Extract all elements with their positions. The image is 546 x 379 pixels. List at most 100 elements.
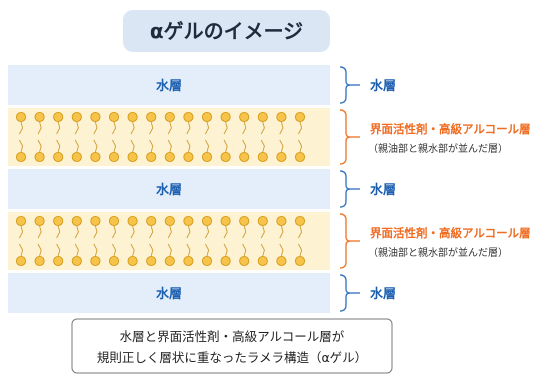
surfactant-molecule	[220, 215, 231, 267]
hydrophobic-tail	[74, 139, 79, 153]
hydrophobic-tail	[74, 225, 79, 239]
surfactant-molecule	[220, 111, 231, 163]
hydrophilic-head	[164, 215, 175, 227]
layer-brace	[339, 170, 351, 208]
hydrophobic-tail	[298, 121, 303, 135]
hydrophilic-head	[276, 215, 287, 227]
hydrophobic-tail	[167, 243, 172, 257]
hydrophobic-tail	[167, 225, 172, 239]
hydrophilic-head	[239, 111, 250, 123]
hydrophilic-head	[239, 255, 250, 267]
layer-brace	[339, 274, 351, 312]
hydrophilic-head	[220, 255, 231, 267]
hydrophobic-tail	[130, 243, 135, 257]
hydrophilic-head	[90, 255, 101, 267]
lipid-side-subtext: （親油部と親水部が並んだ層）	[368, 142, 508, 155]
surfactant-molecule	[34, 111, 45, 163]
hydrophilic-head	[146, 151, 157, 163]
hydrophilic-head	[257, 255, 268, 267]
hydrophilic-head	[108, 151, 120, 163]
hydrophobic-tail	[37, 121, 42, 135]
caption-line-2: 規則正しく層状に重なったラメラ構造（αゲル）	[97, 350, 367, 365]
surfactant-molecule	[90, 111, 101, 163]
hydrophilic-head	[90, 215, 101, 227]
hydrophobic-tail	[279, 139, 284, 153]
diagram-title: αゲルのイメージ	[150, 19, 303, 43]
surfactant-molecule	[276, 215, 287, 267]
water-side-label: 水層	[339, 66, 396, 104]
hydrophilic-head	[146, 111, 157, 123]
hydrophobic-tail	[130, 121, 135, 135]
lipid-side-text: 界面活性剤・高級アルコール層	[370, 226, 531, 240]
hydrophilic-head	[257, 215, 268, 227]
water-layer: 水層	[8, 169, 330, 209]
hydrophilic-head	[201, 111, 213, 123]
hydrophobic-tail	[205, 121, 210, 135]
water-layer-band	[8, 65, 330, 105]
surfactant-molecule	[71, 111, 82, 163]
hydrophobic-tail	[130, 225, 135, 239]
hydrophilic-head	[108, 215, 120, 227]
hydrophilic-head	[276, 255, 287, 267]
lipid-layer	[8, 108, 330, 166]
hydrophilic-head	[164, 255, 175, 267]
hydrophilic-head	[53, 255, 64, 267]
hydrophobic-tail	[260, 225, 265, 239]
surfactant-molecule	[257, 111, 268, 163]
hydrophobic-tail	[37, 139, 42, 153]
hydrophobic-tail	[93, 139, 98, 153]
side-labels: 水層界面活性剤・高級アルコール層（親油部と親水部が並んだ層）水層界面活性剤・高級…	[339, 66, 531, 312]
hydrophobic-tail	[56, 243, 61, 257]
hydrophilic-head	[276, 111, 287, 123]
water-side-label: 水層	[339, 170, 396, 208]
hydrophilic-head	[220, 215, 231, 227]
water-layer: 水層	[8, 65, 330, 105]
hydrophilic-head	[34, 111, 45, 123]
water-layer-band	[8, 273, 330, 313]
hydrophobic-tail	[298, 139, 303, 153]
hydrophobic-tail	[19, 121, 24, 135]
hydrophilic-head	[71, 215, 82, 227]
hydrophilic-head	[127, 255, 138, 267]
hydrophilic-head	[71, 151, 82, 163]
hydrophobic-tail	[149, 121, 154, 135]
hydrophilic-head	[220, 111, 231, 123]
hydrophobic-tail	[167, 121, 172, 135]
hydrophilic-head	[127, 215, 138, 227]
hydrophobic-tail	[242, 225, 247, 239]
hydrophobic-tail	[279, 243, 284, 257]
hydrophilic-head	[294, 255, 306, 267]
hydrophobic-tail	[242, 243, 247, 257]
title-pill	[123, 10, 330, 52]
surfactant-molecule	[183, 215, 194, 267]
hydrophobic-tail	[242, 139, 247, 153]
surfactant-molecule	[201, 111, 213, 163]
hydrophilic-head	[294, 151, 306, 163]
lipid-side-subtext: （親油部と親水部が並んだ層）	[368, 246, 508, 259]
hydrophobic-tail	[279, 121, 284, 135]
hydrophilic-head	[220, 151, 231, 163]
surfactant-molecule	[15, 111, 27, 163]
water-layer-label: 水層	[156, 78, 182, 94]
surfactant-molecule	[53, 215, 64, 267]
caption-line-1: 水層と界面活性剤・高級アルコール層が	[120, 329, 345, 344]
caption-box	[71, 318, 393, 374]
hydrophilic-head	[71, 255, 82, 267]
lipid-side-label: 界面活性剤・高級アルコール層（親油部と親水部が並んだ層）	[339, 109, 531, 165]
hydrophobic-tail	[279, 225, 284, 239]
surfactant-molecule	[53, 111, 64, 163]
hydrophilic-head	[294, 111, 306, 123]
water-side-text: 水層	[370, 182, 396, 198]
hydrophobic-tail	[223, 139, 228, 153]
hydrophilic-head	[183, 215, 194, 227]
surfactant-molecule	[239, 111, 250, 163]
hydrophobic-tail	[167, 139, 172, 153]
hydrophilic-head	[146, 215, 157, 227]
hydrophilic-head	[71, 111, 82, 123]
surfactant-molecule	[294, 111, 306, 163]
layer-brace	[339, 66, 351, 104]
layer-brace	[339, 109, 351, 165]
hydrophilic-head	[108, 111, 120, 123]
hydrophobic-tail	[260, 243, 265, 257]
